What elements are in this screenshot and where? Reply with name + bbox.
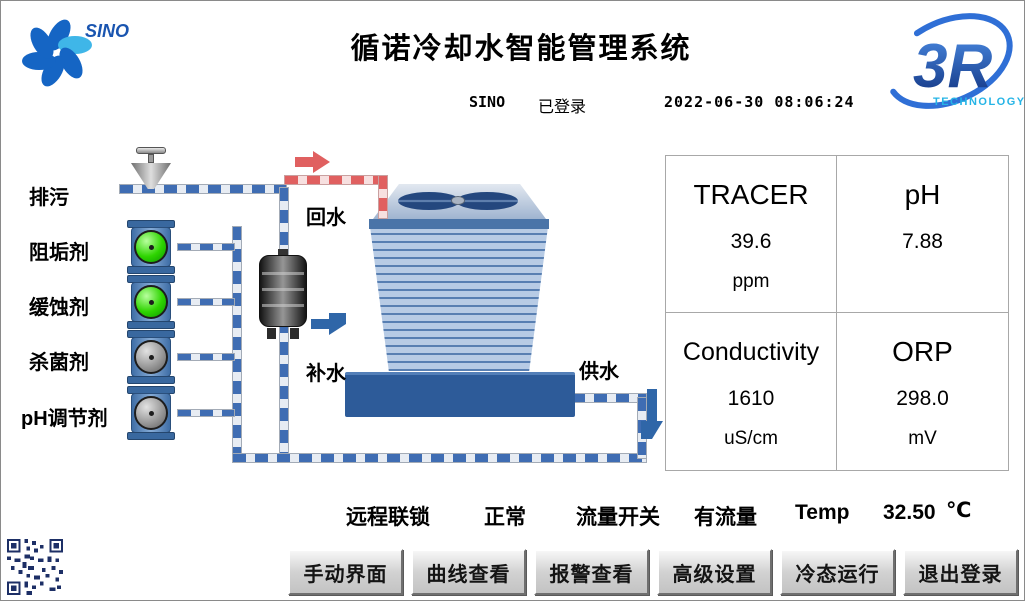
reading-ph: pH 7.88	[837, 156, 1008, 313]
label-corrosion-inhibitor: 缓蚀剂	[29, 297, 89, 319]
reading-value: 298.0	[896, 387, 949, 410]
reading-label: Conductivity	[682, 337, 820, 366]
fan-hub-icon	[451, 196, 465, 205]
cold-run-button[interactable]: 冷态运行	[780, 549, 895, 595]
label-makeup-water: 补水	[306, 363, 346, 385]
valve-body	[131, 163, 171, 189]
reading-unit: ppm	[732, 271, 770, 292]
button-bar: 手动界面 曲线查看 报警查看 高级设置 冷态运行 退出登录	[288, 549, 1018, 595]
label-biocide: 杀菌剂	[29, 352, 89, 374]
readings-panel: TRACER 39.6 ppm pH 7.88 Conductivity 161…	[665, 155, 1009, 471]
reading-unit: uS/cm	[724, 428, 778, 449]
blowdown-valve[interactable]	[127, 147, 175, 191]
label-scale-inhibitor: 阻垢剂	[29, 242, 89, 264]
fan-blade-icon	[398, 192, 460, 210]
makeup-flow-arrow	[311, 313, 347, 335]
reading-label: TRACER	[693, 179, 809, 210]
valve-stem	[148, 154, 154, 163]
reading-value: 7.88	[902, 230, 943, 253]
flow-switch-value: 有流量	[694, 506, 757, 529]
interlock-value: 正常	[484, 506, 526, 529]
pump-status-lamp	[134, 285, 168, 319]
label-supply-water: 供水	[579, 361, 619, 383]
pump-flange	[127, 321, 175, 329]
fan-blade-icon	[456, 192, 518, 210]
tower-basin	[345, 372, 575, 417]
3r-logo-subtext: TECHNOLOGY	[933, 96, 1025, 108]
reading-orp: ORP 298.0 mV	[837, 313, 1008, 470]
pump-ph-regulator[interactable]	[123, 386, 179, 440]
label-ph-regulator: pH调节剂	[21, 408, 108, 430]
pump-status-lamp	[134, 230, 168, 264]
logout-button[interactable]: 退出登录	[903, 549, 1018, 595]
pipe-bottom-return	[232, 453, 647, 463]
temp-value: 32.50	[883, 501, 936, 524]
pipe-return-water	[284, 175, 388, 185]
pipe-pump4-discharge	[177, 409, 235, 417]
pipe-chemical-header	[232, 226, 242, 460]
pump-flange	[127, 376, 175, 384]
tower-fill-body	[369, 219, 549, 371]
reading-label: ORP	[892, 336, 953, 367]
advanced-settings-button[interactable]: 高级设置	[657, 549, 772, 595]
reading-value: 1610	[727, 387, 775, 410]
pipe-pump2-discharge	[177, 298, 235, 306]
valve-handwheel-icon	[136, 147, 166, 154]
label-blowdown: 排污	[29, 187, 69, 209]
pump-scale-inhibitor[interactable]	[123, 220, 179, 274]
supply-flow-arrow	[641, 389, 663, 441]
pump-flange	[127, 432, 175, 440]
pump-biocide[interactable]	[123, 330, 179, 384]
interlock-label: 远程联锁	[346, 506, 430, 529]
reading-unit: mV	[908, 428, 937, 449]
return-flow-arrow	[295, 151, 331, 173]
pump-corrosion-inhibitor[interactable]	[123, 275, 179, 329]
pipe-pump3-discharge	[177, 353, 235, 361]
alarm-view-button[interactable]: 报警查看	[534, 549, 649, 595]
sino-logo: SINO	[22, 19, 129, 87]
filter-vessel	[259, 249, 307, 339]
pipe-pump1-discharge	[177, 243, 235, 251]
reading-tracer: TRACER 39.6 ppm	[666, 156, 837, 313]
reading-value: 39.6	[730, 230, 772, 253]
reading-conductivity: Conductivity 1610 uS/cm	[666, 313, 837, 470]
reading-label: pH	[904, 179, 941, 210]
pipe-return-water-drop	[378, 175, 388, 219]
pump-flange	[127, 266, 175, 274]
manual-screen-button[interactable]: 手动界面	[288, 549, 403, 595]
pump-status-lamp	[134, 396, 168, 430]
curve-view-button[interactable]: 曲线查看	[411, 549, 526, 595]
login-status: 已登录	[538, 99, 587, 116]
logged-in-user: SINO	[469, 93, 506, 111]
pump-status-lamp	[134, 340, 168, 374]
temp-unit: ℃	[946, 499, 972, 522]
datetime: 2022-06-30 08:06:24	[664, 93, 855, 111]
label-return-water: 回水	[306, 207, 346, 229]
tower-deck-edge	[369, 219, 549, 229]
3r-technology-logo: 3R TECHNOLOGY	[885, 13, 1025, 109]
pipe-supply	[571, 393, 647, 403]
flow-switch-label: 流量开关	[576, 506, 660, 529]
sino-logo-text: SINO	[85, 21, 129, 41]
temp-label: Temp	[795, 501, 850, 524]
page-title: 循诺冷却水智能管理系统	[350, 33, 692, 65]
3r-logo-text: 3R	[913, 32, 992, 101]
qr-code	[7, 539, 63, 595]
